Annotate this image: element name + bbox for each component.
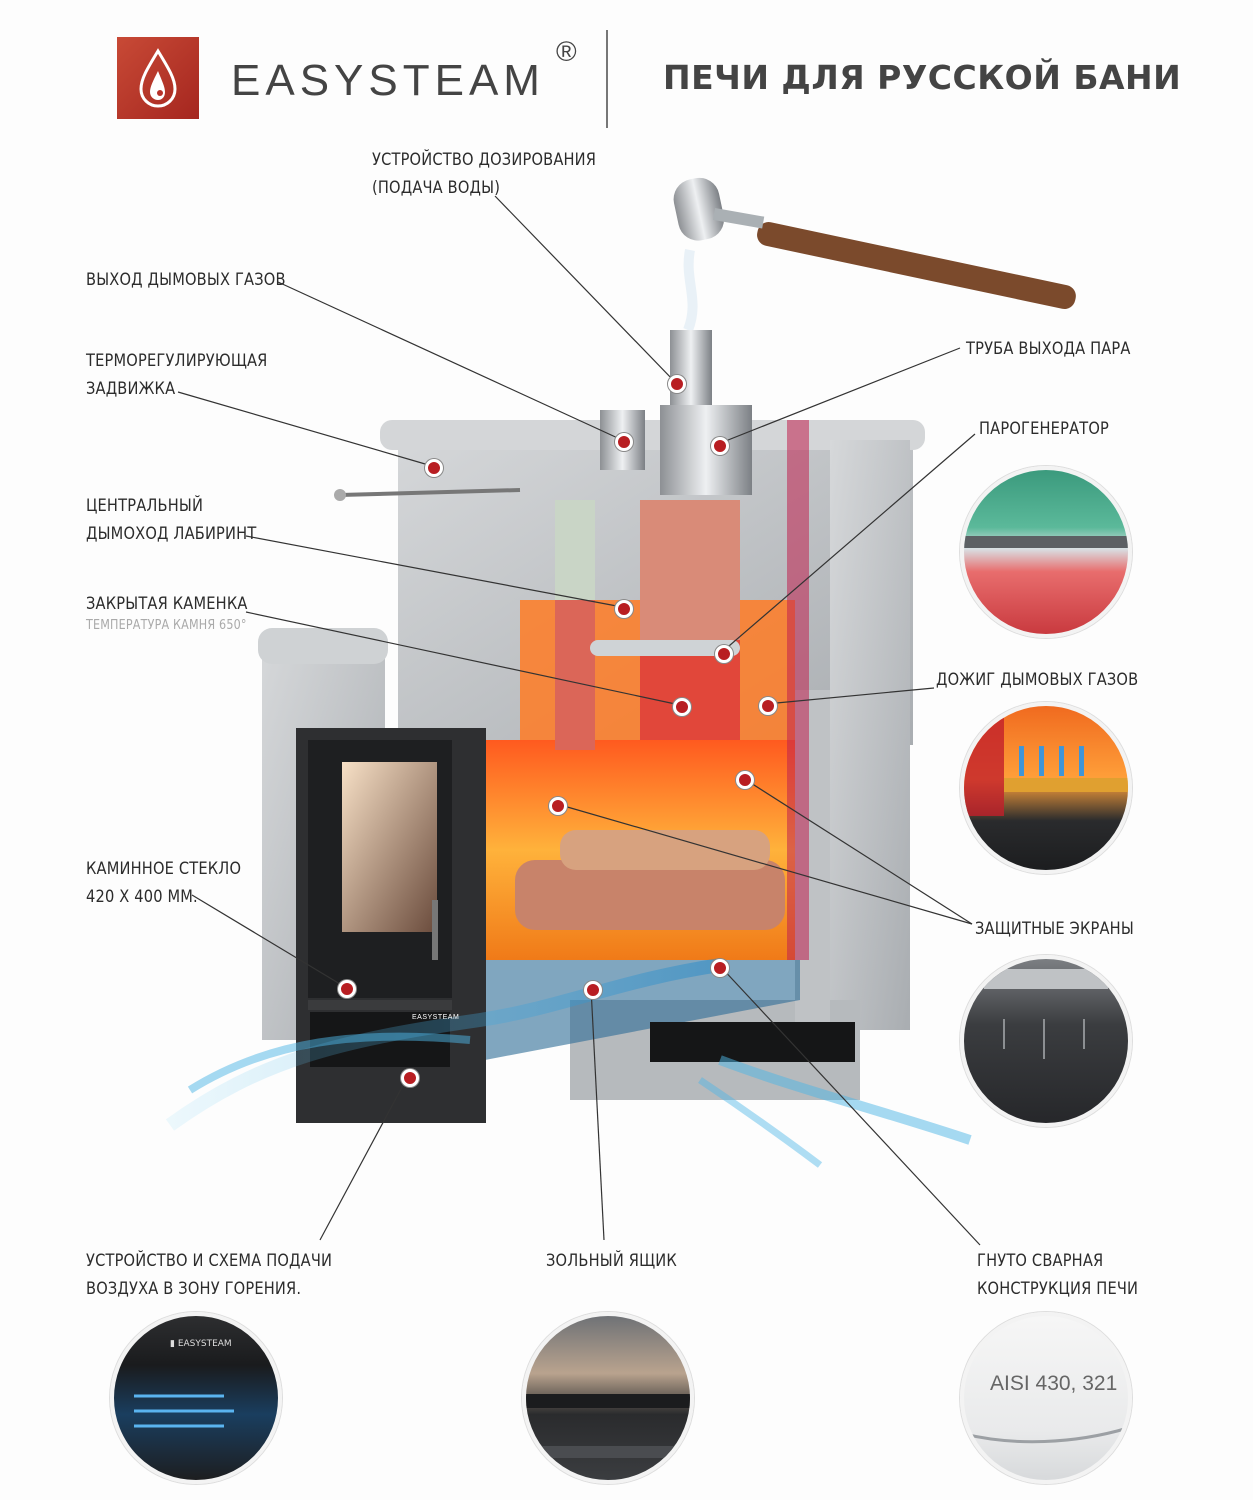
brand-name: EASYSTEAM (231, 56, 545, 105)
svg-text:▮ EASYSTEAM: ▮ EASYSTEAM (170, 1339, 232, 1349)
detail-air-supply: ▮ EASYSTEAM (110, 1312, 282, 1484)
label-damper-line2: ЗАДВИЖКА (86, 379, 176, 399)
marker-dosing (668, 375, 686, 393)
label-closed-heater-text: ЗАКРЫТАЯ КАМЕНКА (86, 594, 248, 614)
detail-welded: AISI 430, 321 (960, 1312, 1132, 1484)
label-ash-box: ЗОЛЬНЫЙ ЯЩИК (546, 1251, 677, 1271)
label-screens: ЗАЩИТНЫЕ ЭКРАНЫ (975, 919, 1134, 939)
label-welded-line2: КОНСТРУКЦИЯ ПЕЧИ (977, 1279, 1139, 1299)
page-title: ПЕЧИ ДЛЯ РУССКОЙ БАНИ (663, 58, 1182, 97)
label-damper-line1: ТЕРМОРЕГУЛИРУЮЩАЯ (86, 351, 268, 371)
stove-badge: EASYSTEAM (412, 1014, 460, 1021)
ladle (673, 177, 1076, 332)
marker-afterburn (759, 697, 777, 715)
marker-welded (711, 959, 729, 977)
marker-glass (338, 980, 356, 998)
label-glass-line1: КАМИННОЕ СТЕКЛО (86, 859, 242, 879)
marker-labyrinth (615, 600, 633, 618)
label-labyrinth-line1: ЦЕНТРАЛЬНЫЙ (86, 496, 204, 516)
label-welded-line1: ГНУТО СВАРНАЯ (977, 1251, 1104, 1271)
label-air-supply: УСТРОЙСТВО И СХЕМА ПОДАЧИ ВОЗДУХА В ЗОНУ… (86, 1247, 332, 1303)
marker-screen-2 (549, 797, 567, 815)
detail-steam-generator (960, 466, 1132, 638)
detail-screens (960, 955, 1132, 1127)
header-divider (606, 30, 608, 128)
marker-ash-box (584, 981, 602, 999)
label-closed-heater: ЗАКРЫТАЯ КАМЕНКА ТЕМПЕРАТУРА КАМНЯ 650° (86, 590, 248, 634)
logo-flame-icon (117, 37, 199, 119)
marker-steam-generator (715, 645, 733, 663)
label-air-supply-line1: УСТРОЙСТВО И СХЕМА ПОДАЧИ (86, 1251, 333, 1271)
label-welded: ГНУТО СВАРНАЯ КОНСТРУКЦИЯ ПЕЧИ (977, 1247, 1138, 1303)
label-dosing: УСТРОЙСТВО ДОЗИРОВАНИЯ (ПОДАЧА ВОДЫ) (372, 146, 596, 202)
detail-text: AISI 430, 321 (990, 1372, 1118, 1395)
marker-steam-pipe (711, 437, 729, 455)
label-smoke-outlet: ВЫХОД ДЫМОВЫХ ГАЗОВ (86, 270, 286, 290)
label-labyrinth: ЦЕНТРАЛЬНЫЙ ДЫМОХОД ЛАБИРИНТ (86, 492, 256, 548)
label-air-supply-line2: ВОЗДУХА В ЗОНУ ГОРЕНИЯ. (86, 1279, 302, 1299)
marker-screen-1 (736, 771, 754, 789)
label-steam-generator: ПАРОГЕНЕРАТОР (979, 419, 1110, 439)
label-dosing-line2: (ПОДАЧА ВОДЫ) (372, 178, 501, 198)
label-damper: ТЕРМОРЕГУЛИРУЮЩАЯ ЗАДВИЖКА (86, 347, 268, 403)
label-labyrinth-line2: ДЫМОХОД ЛАБИРИНТ (86, 524, 257, 544)
marker-closed-heater (673, 698, 691, 716)
detail-afterburn (960, 702, 1132, 874)
marker-smoke-outlet (615, 433, 633, 451)
label-afterburn: ДОЖИГ ДЫМОВЫХ ГАЗОВ (936, 670, 1139, 690)
leader-lines (177, 195, 981, 1246)
registered-icon: ® (556, 36, 577, 67)
detail-ash-box (522, 1312, 694, 1484)
label-stone-temp: ТЕМПЕРАТУРА КАМНЯ 650° (86, 618, 247, 633)
label-glass: КАМИННОЕ СТЕКЛО 420 Х 400 ММ. (86, 855, 241, 911)
label-steam-pipe: ТРУБА ВЫХОДА ПАРА (966, 339, 1131, 359)
label-dosing-line1: УСТРОЙСТВО ДОЗИРОВАНИЯ (372, 150, 597, 170)
label-glass-line2: 420 Х 400 ММ. (86, 887, 198, 907)
marker-air-supply (401, 1069, 419, 1087)
marker-damper (425, 459, 443, 477)
